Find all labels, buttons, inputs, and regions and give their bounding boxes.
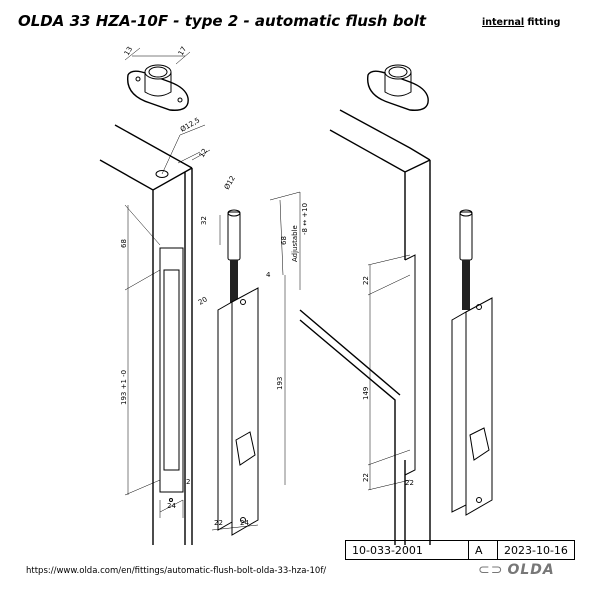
logo-swoosh-icon: ⊂⊃ <box>478 562 504 578</box>
dim-strike-depth: 17 <box>177 45 188 57</box>
olda-logo: ⊂⊃OLDA <box>478 562 555 578</box>
dim-right-width: 22 <box>405 479 414 487</box>
logo-text: OLDA <box>507 562 555 578</box>
dim-recess-width: 24 <box>167 502 176 510</box>
product-url[interactable]: https://www.olda.com/en/fittings/automat… <box>26 566 327 576</box>
drawing-date: 2023-10-16 <box>497 540 575 560</box>
door-right: 22 149 22 22 <box>299 109 431 545</box>
dim-upper-recess: 68 <box>120 239 128 248</box>
page-title: OLDA 33 HZA-10F - type 2 - automatic flu… <box>18 12 427 30</box>
dim-pin-dia: Ø12 <box>223 175 237 191</box>
drawing-number: 10-033-2001 <box>345 540 469 560</box>
strike-plate-right <box>366 64 429 111</box>
dim-pin-length: 32 <box>200 216 208 225</box>
dim-adjust-range: -8 ↔ +10 <box>301 203 309 235</box>
dim-strike-width: 13 <box>123 45 134 57</box>
door-left: Ø12,5 12 68 193 +1 -0 24 2 <box>99 116 211 545</box>
dim-adjust-total: 68 <box>280 236 288 245</box>
fitting-type-internal: internal <box>482 17 525 28</box>
dim-body-length: 193 <box>276 377 284 390</box>
dim-recess-gap: 2 <box>186 478 190 486</box>
title-block: 10-033-2001 A 2023-10-16 <box>345 540 575 560</box>
fitting-type-rest: fitting <box>524 17 561 28</box>
dim-right-bottom: 22 <box>362 473 370 482</box>
flush-bolt-right <box>451 209 493 516</box>
dim-adjust-label: Adjustable <box>291 225 299 262</box>
revision: A <box>468 540 498 560</box>
dim-edge-offset: 12 <box>198 147 209 159</box>
fitting-type: internal fitting <box>482 17 560 28</box>
strike-plate-left: 13 17 <box>123 45 191 111</box>
dim-body-depth: 20 <box>197 295 209 306</box>
dim-body-depth-bottom: 22 <box>214 519 223 527</box>
dim-right-mid: 149 <box>362 387 370 400</box>
dim-right-top: 22 <box>362 276 370 285</box>
dim-rod-offset: 4 <box>266 271 271 279</box>
flush-bolt-left: 32 Ø12 68 Adjustable -8 ↔ +10 4 20 193 2… <box>197 175 309 536</box>
dim-plate-width: 24 <box>240 519 249 527</box>
dim-recess-length: 193 +1 -0 <box>120 370 128 405</box>
